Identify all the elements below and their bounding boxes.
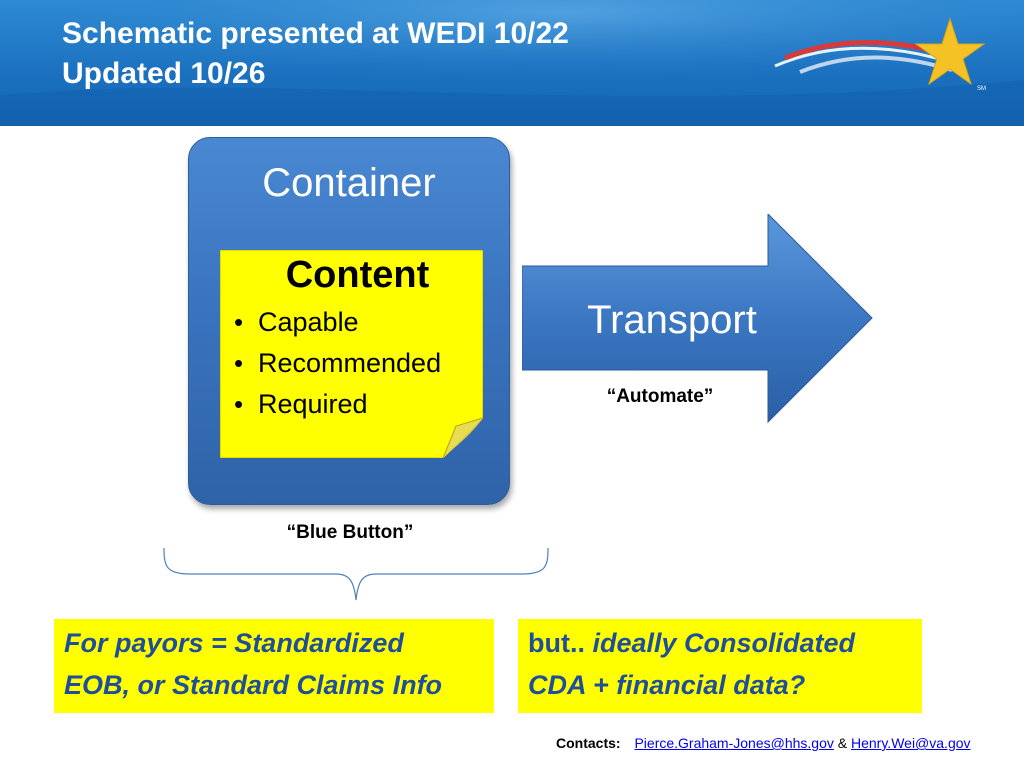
slide-title: Schematic presented at WEDI 10/22 Update… xyxy=(62,14,569,94)
title-line-2: Updated 10/26 xyxy=(62,57,266,90)
transport-caption: “Automate” xyxy=(606,386,714,407)
service-mark: SM xyxy=(977,86,986,92)
transport-label: Transport xyxy=(587,298,757,342)
list-item-label: Recommended xyxy=(258,348,442,378)
content-list: • Capable • Recommended • Required xyxy=(232,302,483,425)
contact-link-pierce[interactable]: Pierce.Graham-Jones@hhs.gov xyxy=(634,735,834,751)
header-background-glow xyxy=(0,0,1024,126)
list-item-label: Capable xyxy=(258,307,359,337)
container-caption: “Blue Button” xyxy=(286,522,414,543)
consolidated-callout-italic-2: CDA + financial data? xyxy=(528,670,806,700)
payors-callout-line-1: For payors = Standardized xyxy=(64,628,404,658)
bullet-icon: • xyxy=(234,307,244,337)
consolidated-callout-line-1: but.. ideally Consolidated xyxy=(528,622,922,664)
content-sticky-note xyxy=(220,250,483,458)
payors-callout: For payors = Standardized EOB, or Standa… xyxy=(54,619,494,713)
consolidated-callout-line-2: CDA + financial data? xyxy=(528,664,922,706)
contacts-footer: Contacts: Pierce.Graham-Jones@hhs.gov & … xyxy=(556,733,971,753)
star-swoosh-icon xyxy=(774,17,986,86)
contacts-separator: & xyxy=(837,735,848,751)
list-item: • Required xyxy=(232,384,483,425)
bullet-icon: • xyxy=(234,389,244,419)
transport-arrow xyxy=(522,214,873,424)
list-item: • Capable xyxy=(232,302,483,343)
content-note-text: Content • Capable • Recommended • Requir… xyxy=(220,250,483,458)
container-label: Container xyxy=(262,161,436,205)
consolidated-callout-prefix: but.. xyxy=(528,628,593,658)
curly-brace xyxy=(163,547,549,601)
list-item: • Recommended xyxy=(232,343,483,384)
payors-callout-line-2: EOB, or Standard Claims Info xyxy=(64,670,443,700)
contacts-label: Contacts: xyxy=(556,735,621,751)
list-item-label: Required xyxy=(258,389,368,419)
title-line-1: Schematic presented at WEDI 10/22 xyxy=(62,17,569,50)
consolidated-callout-italic-1: ideally Consolidated xyxy=(592,628,856,658)
header-banner: Schematic presented at WEDI 10/22 Update… xyxy=(0,0,1024,126)
bullet-icon: • xyxy=(234,348,244,378)
content-heading: Content xyxy=(285,254,430,296)
contact-link-henry[interactable]: Henry.Wei@va.gov xyxy=(851,735,971,751)
consolidated-callout: but.. ideally Consolidated CDA + financi… xyxy=(518,619,922,713)
